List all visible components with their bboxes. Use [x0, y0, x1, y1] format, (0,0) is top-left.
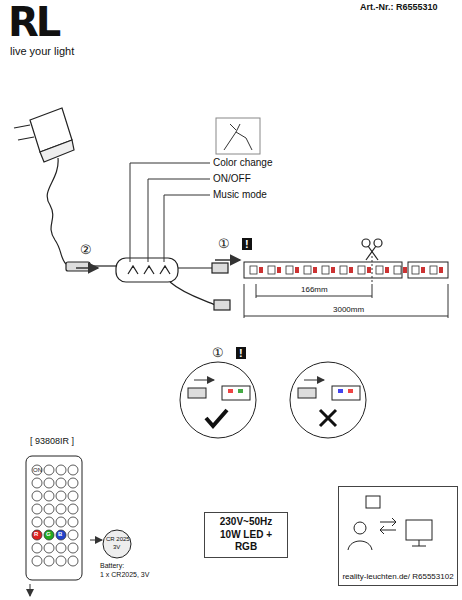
- label: 166mm: [298, 286, 331, 295]
- label: 3000mm: [330, 306, 367, 315]
- label: ①: [218, 237, 230, 251]
- label: ①: [212, 346, 224, 360]
- label: CR 2025: [106, 536, 130, 543]
- label: ON/OFF: [213, 173, 251, 184]
- label: 1 x CR2025, 3V: [100, 571, 149, 579]
- label: !: [236, 347, 246, 359]
- label: [ 93808IR ]: [30, 437, 74, 447]
- node-text: reality-leuchten.de/ R65553102: [342, 572, 454, 582]
- label: G: [46, 531, 51, 538]
- label: Music mode: [213, 189, 267, 200]
- label: Color change: [213, 157, 272, 168]
- label: R: [34, 531, 38, 538]
- label: ON: [33, 467, 42, 474]
- label: Art.-Nr.: R6555310: [360, 3, 438, 13]
- spec-box: 230V~50Hz 10W LED + RGB: [204, 512, 288, 558]
- node-text: 230V~50Hz 10W LED + RGB: [209, 516, 283, 554]
- label: Battery:: [100, 562, 124, 570]
- brand-logo: RL: [8, 0, 58, 44]
- label: ②: [80, 243, 92, 257]
- brand-logo: live your light: [10, 45, 74, 57]
- label: !: [242, 238, 252, 250]
- label: 3V: [113, 544, 120, 551]
- label: B: [58, 531, 62, 538]
- info-box: reality-leuchten.de/ R65553102: [338, 486, 458, 586]
